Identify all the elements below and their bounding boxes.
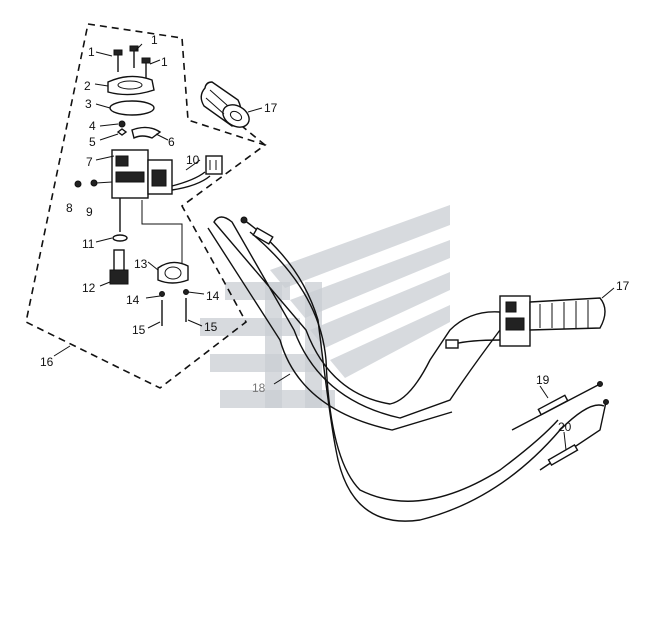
callout-17: 17 bbox=[264, 101, 278, 115]
callout-1: 1 bbox=[151, 33, 158, 47]
callout-10: 10 bbox=[186, 153, 200, 167]
clamp bbox=[157, 261, 189, 284]
connector bbox=[205, 155, 223, 175]
callout-18: 18 bbox=[252, 381, 266, 395]
assembly-boundary bbox=[25, 23, 267, 389]
callout-5: 5 bbox=[89, 135, 96, 149]
wire bbox=[171, 171, 206, 187]
callout-12: 12 bbox=[82, 281, 96, 295]
cable-set bbox=[511, 381, 609, 471]
callout-9: 9 bbox=[86, 205, 93, 219]
screw-icon bbox=[113, 45, 151, 78]
callout-15: 15 bbox=[132, 323, 146, 337]
callout-16: 16 bbox=[40, 355, 54, 369]
ball-bearing bbox=[118, 120, 126, 128]
callout-14: 14 bbox=[206, 289, 220, 303]
callout-20: 20 bbox=[558, 420, 572, 434]
throttle-cable bbox=[243, 219, 605, 522]
callout-7: 7 bbox=[86, 155, 93, 169]
callout-1: 1 bbox=[88, 45, 95, 59]
switch-lever bbox=[131, 126, 162, 140]
callout-6: 6 bbox=[168, 135, 175, 149]
handlebar-grip-right bbox=[445, 295, 606, 349]
callout-19: 19 bbox=[536, 373, 550, 387]
callout-11: 11 bbox=[82, 237, 95, 251]
leader-lines bbox=[53, 43, 615, 451]
spring bbox=[116, 128, 128, 136]
switch-housing-assembly bbox=[74, 45, 223, 326]
callout-3: 3 bbox=[85, 97, 92, 111]
callout-1: 1 bbox=[161, 55, 168, 69]
washer bbox=[112, 234, 128, 242]
callout-13: 13 bbox=[134, 257, 148, 271]
switch-cover bbox=[107, 75, 155, 96]
callout-17: 17 bbox=[616, 279, 630, 293]
watermark-logo bbox=[200, 205, 450, 408]
bolt bbox=[113, 249, 125, 273]
callout-15: 15 bbox=[204, 320, 218, 334]
handlebar-grip-left bbox=[200, 81, 250, 128]
callout-2: 2 bbox=[84, 79, 91, 93]
callout-14: 14 bbox=[126, 293, 140, 307]
callout-8: 8 bbox=[66, 201, 73, 215]
gasket bbox=[109, 100, 155, 116]
callout-4: 4 bbox=[89, 119, 96, 133]
